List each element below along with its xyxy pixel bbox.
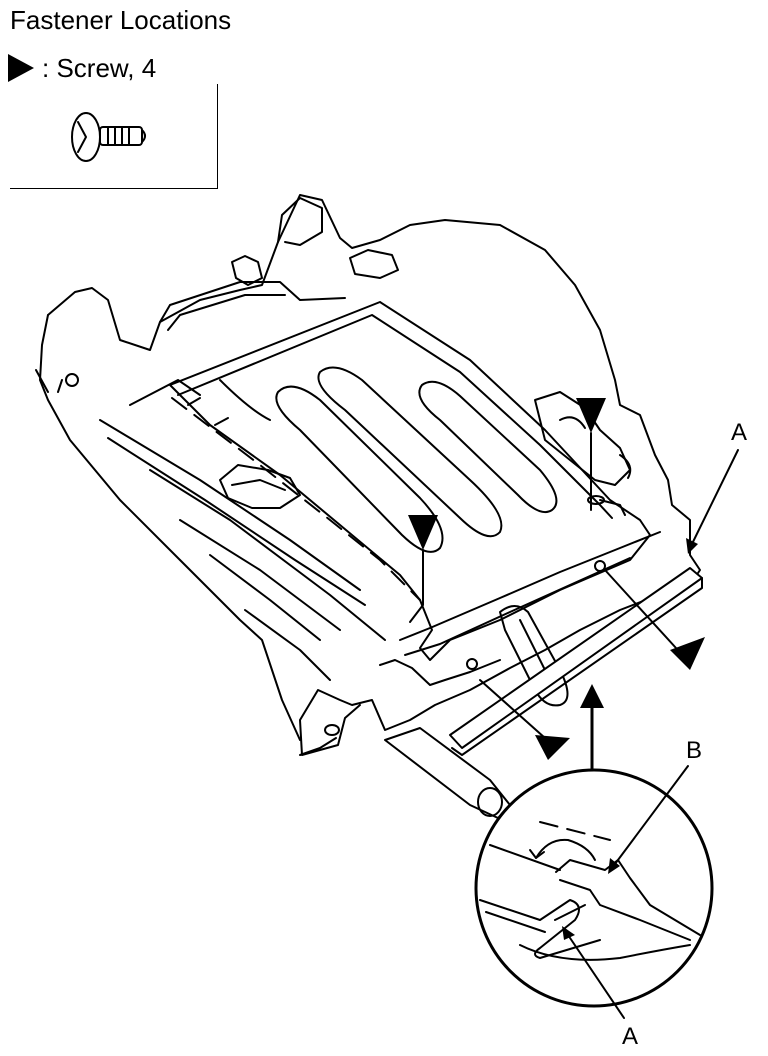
seat-pan [169, 301, 661, 707]
screw-marker-3 [670, 637, 705, 670]
screw-legend-label: : Screw, 4 [42, 53, 157, 83]
screw-marker-2 [576, 398, 606, 433]
fastener-legend: : Screw, 4 [8, 52, 156, 84]
callout-b-leader [611, 765, 689, 869]
screw-icon [71, 112, 146, 162]
callout-b: B [686, 737, 703, 764]
callout-a-detail-leader [565, 931, 625, 1019]
legend-frame [10, 84, 218, 189]
callout-a-leader [689, 449, 739, 549]
callout-a-detail-arrowhead [562, 926, 575, 940]
screw-marker-1 [408, 515, 438, 550]
callout-a-arrowhead [686, 538, 698, 554]
screw-marker-4 [535, 735, 570, 760]
callout-b-arrowhead [608, 858, 620, 874]
callout-a-top: A [731, 419, 748, 446]
seat-frame [35, 194, 701, 756]
screw-marker-icon [8, 54, 34, 82]
callout-a-detail: A [622, 1023, 639, 1050]
screw-markers [408, 398, 705, 760]
detail-view [474, 768, 714, 1008]
front-rail [449, 567, 703, 756]
front-tube [384, 727, 511, 819]
screw-leaders [409, 432, 677, 739]
diagram-title: Fastener Locations [10, 5, 232, 35]
